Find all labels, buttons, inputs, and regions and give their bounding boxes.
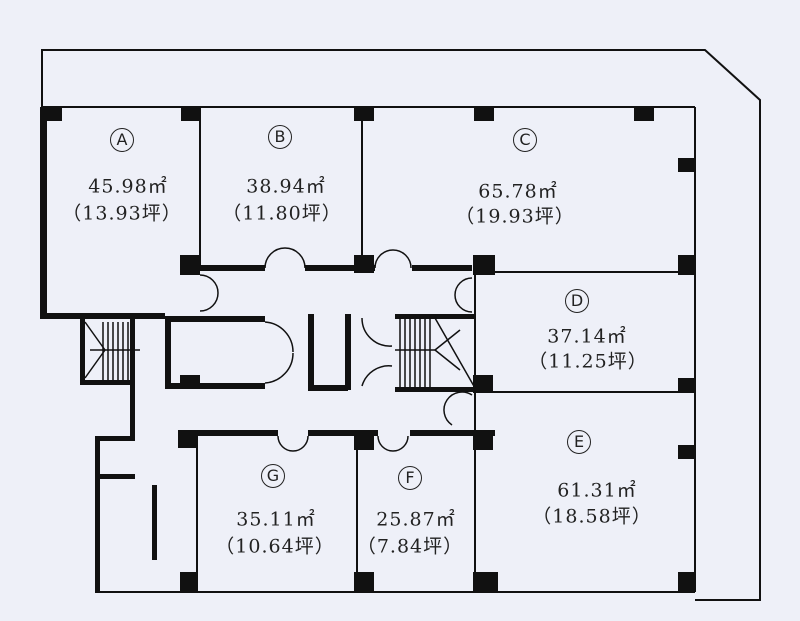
stair-tread: [434, 329, 461, 351]
room-c-area: 65.78㎡: [478, 180, 558, 203]
room-f-area: 25.87㎡: [376, 508, 456, 531]
room-a-area: 45.98㎡: [88, 175, 168, 198]
room-f-label: F: [398, 466, 422, 490]
room-e-label: E: [567, 430, 591, 454]
room-c-tsubo: （19.93坪）: [455, 205, 575, 228]
stair-tread: [84, 321, 106, 351]
room-f-tsubo: （7.84坪）: [356, 535, 464, 558]
room-a-label: A: [110, 128, 134, 152]
room-d-area: 37.14㎡: [547, 325, 627, 348]
room-a-tsubo: （13.93坪）: [62, 202, 182, 225]
room-c-label: C: [513, 128, 537, 152]
room-b-tsubo: （11.80坪）: [222, 202, 342, 225]
room-e-area: 61.31㎡: [557, 479, 637, 502]
doors: [199, 247, 473, 452]
room-g-area: 35.11㎡: [236, 508, 316, 531]
room-b-area: 38.94㎡: [246, 175, 326, 198]
stairs: [84, 317, 476, 389]
stair-tread: [434, 317, 476, 389]
room-d-label: D: [565, 289, 589, 313]
room-e-tsubo: （18.58坪）: [532, 505, 652, 528]
room-g-tsubo: （10.64坪）: [215, 535, 335, 558]
stair-tread: [84, 349, 106, 379]
site-boundary: [41, 49, 761, 601]
stair-tread: [434, 349, 461, 371]
room-g-label: G: [261, 464, 285, 488]
room-b-label: B: [268, 125, 292, 149]
room-d-tsubo: （11.25坪）: [528, 350, 648, 373]
